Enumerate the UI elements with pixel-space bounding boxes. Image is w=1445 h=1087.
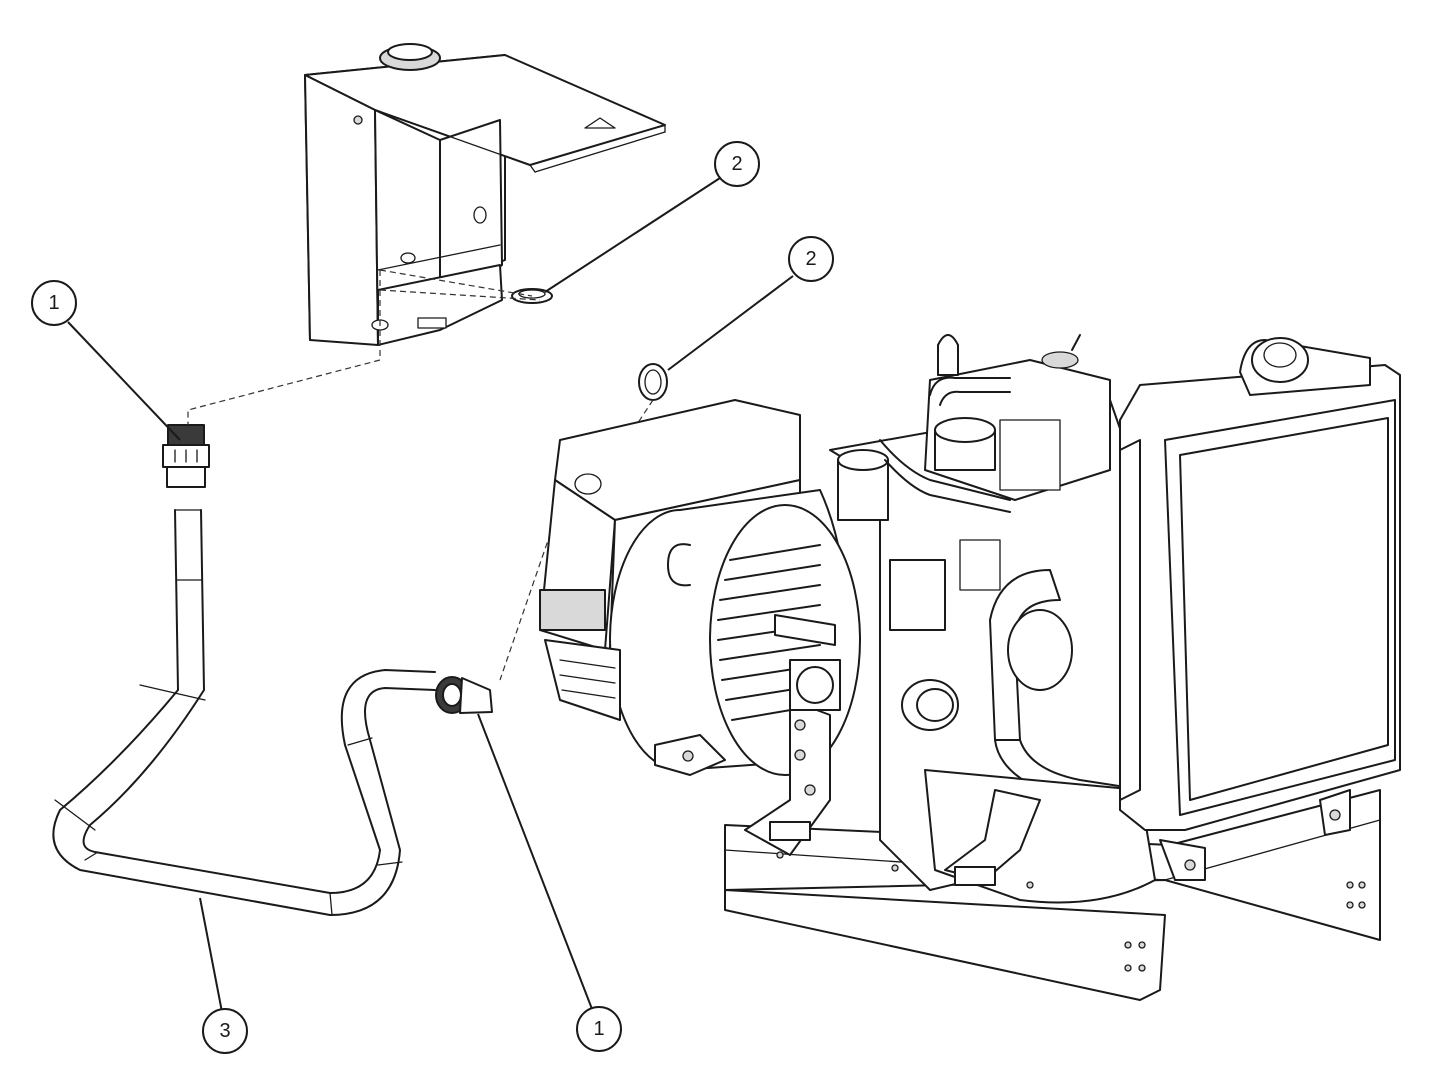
generator-set	[539, 334, 1401, 1001]
callout-label: 3	[219, 1020, 230, 1042]
locknut-lower	[638, 363, 668, 401]
junction-box	[304, 43, 666, 346]
callout-label: 1	[48, 292, 59, 314]
callout-label: 2	[731, 153, 742, 175]
callout-3-bottom: 3	[202, 1008, 248, 1054]
conduit-fitting-upper	[162, 424, 210, 488]
flexible-conduit	[52, 509, 436, 916]
callout-leaders	[67, 177, 794, 1013]
callout-label: 2	[805, 248, 816, 270]
callout-2-top: 2	[714, 141, 760, 187]
callout-1-bottom: 1	[576, 1006, 622, 1052]
callout-1-upper-left: 1	[31, 280, 77, 326]
alternator-vent-grille	[717, 544, 821, 721]
callout-2-middle: 2	[788, 236, 834, 282]
callout-label: 1	[593, 1018, 604, 1040]
conduit-fitting-lower	[435, 676, 493, 714]
assembly-guides	[187, 269, 654, 681]
locknut-upper	[511, 288, 553, 304]
